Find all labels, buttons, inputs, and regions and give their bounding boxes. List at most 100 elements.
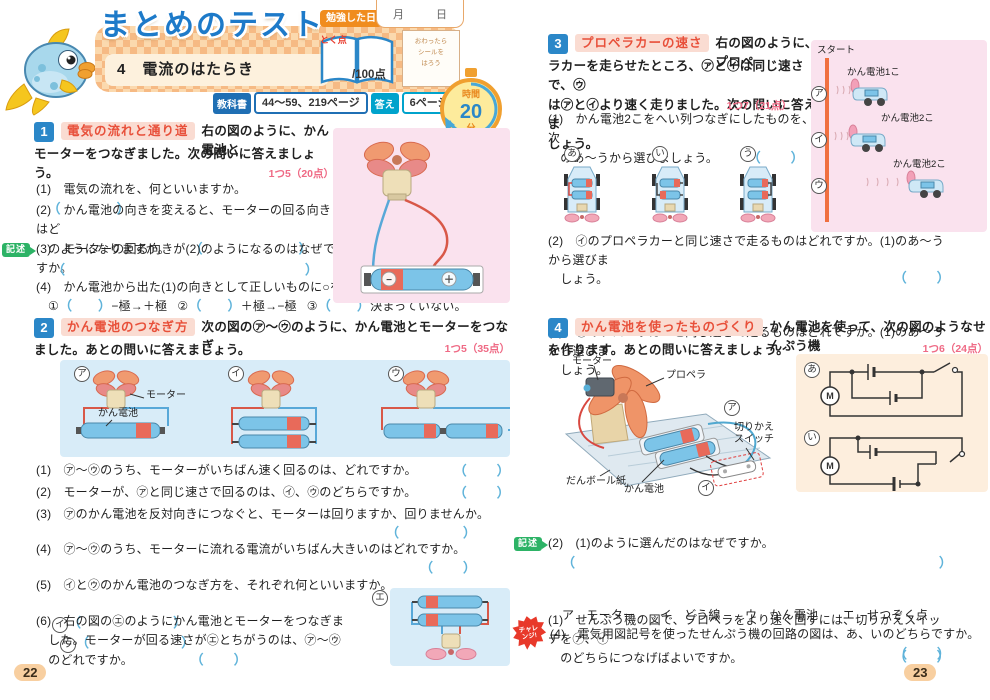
section2-number: 2 — [34, 318, 54, 338]
s3-q1: (1) かん電池2こをへい列つなぎにしたものを、次 のあ〜うから選びましょう。（… — [548, 112, 815, 165]
answer-blank: （） — [893, 646, 950, 661]
s2-q2: (2) モーターが、㋐と同じ速さで回るのは、㋑、㋒のどちらですか。（） — [36, 483, 510, 504]
label-i: イ — [52, 616, 68, 633]
s1-q1: (1) 電気の流れを、何といいますか。（） — [36, 182, 247, 216]
red-wire — [578, 397, 605, 449]
start-line — [825, 58, 829, 222]
s2-q1: (1) ㋐〜㋒のうち、モーターがいちばん速く回るのは、どれですか。（） — [36, 461, 510, 482]
label-u: ウ — [60, 637, 76, 654]
switch-label: 切りかえ スイッチ — [734, 422, 774, 445]
propeller-label: プロペラ — [666, 370, 706, 381]
row-c-label: ウ — [811, 178, 827, 194]
batteries-on-board — [639, 424, 721, 469]
page-number-left: 22 — [14, 664, 47, 681]
challenge-badge: チャレ ンジ! — [510, 614, 548, 652]
contact-a-label: ア — [724, 400, 740, 416]
section4-title-badge: かん電池を使ったものづくり — [575, 318, 763, 336]
score-label: とく点 — [320, 35, 347, 45]
section1-header: 1 電気の流れと通り道 右の図のように、かん電池と — [34, 122, 334, 161]
circuit-a-label: ア — [74, 366, 90, 382]
s1-q3: (3) モーターの回る向きが(2)のようになるのはなぜですか。 — [36, 242, 336, 275]
propeller-car-race-drawing — [825, 58, 944, 222]
answer-blank: （） — [76, 635, 195, 651]
answer-blank: （） — [453, 463, 510, 478]
circuit-symbol-diagrams: M M — [820, 362, 966, 491]
section4-intro-line2: を作ります。あとの問いに答えましょう。 — [548, 343, 790, 357]
section1-number: 1 — [34, 122, 54, 142]
option-2: ②（）＋極→−極 — [177, 298, 297, 313]
red-wire — [404, 198, 449, 273]
right-page: 3 プロペラカーの速さ 右の図のように、プロペ ラカーを走らせたところ、㋐と㋑は… — [512, 0, 990, 700]
section4-points: 1つ6（24点） — [922, 343, 988, 355]
motor-label: モーター — [146, 390, 186, 401]
textbook-badge: 教科書 — [213, 92, 251, 114]
left-page: 4 電流のはたらき まとめのテスト 勉強した日 月 日 とく点 /100点 おわ… — [0, 0, 512, 700]
choice-a-label: あ — [564, 146, 580, 162]
svg-text:分: 分 — [466, 122, 475, 133]
section1-intro-line2: モーターをつなぎました。次の問いに答えましょう。 — [34, 147, 316, 181]
section2-intro-row: ました。あとの問いに答えましょう。 1つ5（35点） — [34, 341, 510, 360]
s4-q3-options: ア モーター イ どう線 ウ かん電池 エ せつぞく点 — [562, 608, 929, 622]
circuit-a — [820, 362, 963, 417]
unit-title: 4 電流のはたらき — [105, 54, 329, 86]
section1-points: 1つ5（20点） — [268, 168, 334, 180]
switch — [710, 452, 764, 487]
month-day-box: 月 日 — [376, 0, 464, 28]
answer-blank: （） — [893, 649, 950, 665]
row-c-caption: かん電池2こ — [893, 159, 946, 170]
propeller-blade — [624, 389, 648, 439]
answer-blank: （） — [58, 298, 112, 313]
parallel-battery-motor-drawing — [411, 595, 489, 660]
section1-intro-line1: 右の図のように、かん電池と — [201, 124, 330, 158]
section4-header: 4 かん電池を使ったものづくり かん電池を使って、次の図のようなせんぷう機 — [548, 318, 988, 357]
section2-header: 2 かん電池のつなぎ方 次の図の㋐〜㋒のように、かん電池とモーターをつなぎ — [34, 318, 510, 357]
circuit-b-label: イ — [228, 366, 244, 382]
fan-icon — [363, 141, 431, 178]
section3-intro-rest: ラカーを走らせたところ、㋐と㋑は同じ速さで、㋒ は㋐と㋑より速く走りました。次の… — [548, 59, 817, 151]
score-book: とく点 /100点 — [314, 30, 400, 92]
s2-q3-answer: （） — [36, 522, 476, 542]
section2-intro-line1: 次の図の㋐〜㋒のように、かん電池とモーターをつなぎ — [201, 320, 509, 354]
blue-wire — [371, 199, 391, 273]
motor-body — [382, 169, 412, 197]
s3-figure-race: スタート ア イ ウ かん電池1こ かん電池2こ かん電池2こ — [811, 40, 987, 232]
answer-blank: （） — [419, 560, 476, 575]
s1-q2: (2) かん電池の向きを変えると、モーターの回る向きはど のようになりますか。（… — [36, 203, 332, 256]
motor-battery-circuit-drawing: − ＋ — [360, 141, 484, 294]
choice-c: う — [740, 146, 776, 224]
section4-number: 4 — [548, 318, 568, 338]
answer-blank: （） — [385, 525, 476, 540]
open-book-icon — [320, 35, 394, 84]
option-1: ①（）−極→＋極 — [48, 298, 168, 313]
circuit-b — [820, 435, 966, 491]
fish-mascot-icon — [5, 28, 96, 116]
svg-text:時間: 時間 — [462, 88, 480, 99]
month-label: 月 — [393, 8, 404, 21]
circuit-d-label: エ — [372, 590, 388, 606]
s4-q4: (4) 電気用図記号を使ったせんぷう機の回路の図は、あ、いのどちらですか。 — [550, 627, 980, 641]
answer-blank: （） — [893, 270, 950, 286]
s1-figure-motor-battery: − ＋ — [333, 128, 510, 303]
s2-q5: (5) ㋑と㋒のかん電池のつなぎ方を、それぞれ何といいますか。 — [36, 578, 393, 592]
section3-points: 1つ7（21点） — [726, 100, 792, 112]
diagram-b-label: い — [804, 430, 820, 446]
textbook-pages: 44〜59、219ページ — [254, 92, 368, 114]
section4-intro-line1: かん電池を使って、次の図のようなせんぷう機 — [769, 320, 986, 354]
seal-note: おわったら シールを はろう — [402, 30, 460, 87]
answer-blank: （） — [453, 485, 510, 500]
answer-blank: （） — [197, 651, 247, 667]
s2-q5-answers: イ（） ウ（） — [52, 594, 194, 654]
car-top-view-b-icon — [652, 166, 688, 223]
kijutsu-badge: 記述 — [514, 537, 549, 551]
s4-figure-circuits: M M あ い — [796, 354, 988, 492]
s2-figure-three-circuits: ア イ ウ モーター かん電池 — [60, 360, 513, 457]
battery-label: かん電池 — [624, 484, 664, 495]
page-number-right: 23 — [904, 664, 937, 681]
kijutsu-badge: 記述 — [2, 243, 37, 257]
answer-line: （） — [562, 555, 952, 570]
battery-label: かん電池 — [98, 408, 138, 419]
row-b-label: イ — [811, 132, 827, 148]
section2-title-badge: かん電池のつなぎ方 — [61, 318, 195, 336]
section3-title-badge: プロペラカーの速さ — [575, 34, 709, 52]
